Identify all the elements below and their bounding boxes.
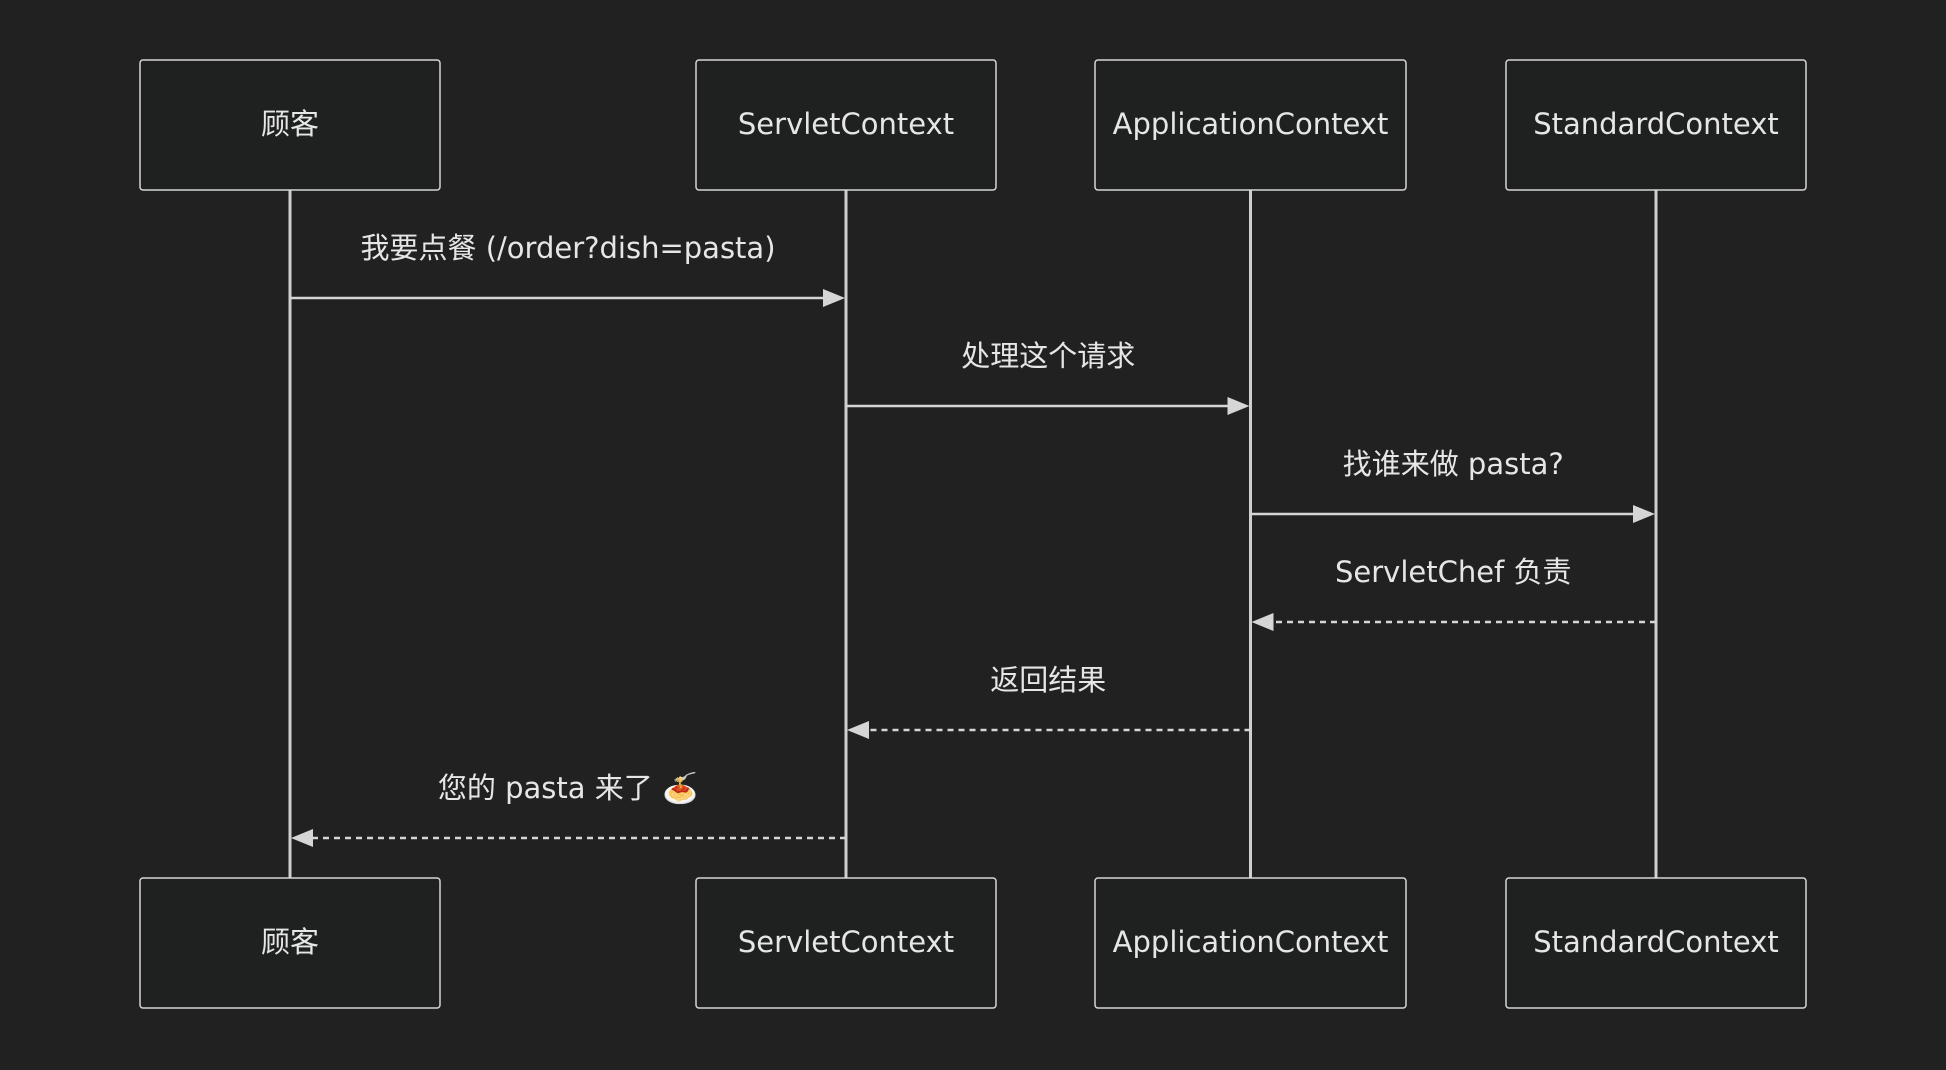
message-3: 找谁来做 pasta?: [1250, 447, 1655, 523]
arrow-head: [1251, 613, 1274, 631]
message-1: 我要点餐 (/order?dish=pasta): [290, 231, 845, 307]
lifelines: [288, 190, 1658, 878]
message-label: 您的 pasta 来了 🍝: [438, 771, 698, 805]
actor-label: StandardContext: [1533, 925, 1779, 959]
actor-label: ServletContext: [738, 925, 954, 959]
actor-box: [139, 877, 441, 1009]
message-4: ServletChef 负责: [1251, 555, 1656, 631]
message-label: 找谁来做 pasta?: [1343, 447, 1564, 481]
actor-servlet-bottom: ServletContext: [695, 877, 997, 1009]
actor-label: StandardContext: [1533, 107, 1779, 141]
actor-servlet-top: ServletContext: [695, 59, 997, 191]
actor-box: [1094, 59, 1407, 191]
actor-box: [139, 59, 441, 191]
message-label: 我要点餐 (/order?dish=pasta): [360, 231, 775, 265]
actor-label: ServletContext: [738, 107, 954, 141]
actor-customer-bottom: 顾客: [139, 877, 441, 1009]
actor-application-top: ApplicationContext: [1094, 59, 1407, 191]
actor-customer-top: 顾客: [139, 59, 441, 191]
message-label: ServletChef 负责: [1335, 555, 1572, 589]
actor-standard-top: StandardContext: [1505, 59, 1807, 191]
arrow-head: [1633, 505, 1655, 523]
actor-standard-bottom: StandardContext: [1505, 877, 1807, 1009]
actor-box: [1094, 877, 1407, 1009]
actor-label: ApplicationContext: [1113, 925, 1389, 959]
actor-box: [695, 877, 997, 1009]
arrow-head: [847, 721, 869, 739]
arrow-head: [823, 289, 845, 307]
message-label: 处理这个请求: [961, 339, 1135, 373]
actor-label: 顾客: [261, 925, 319, 959]
message-6: 您的 pasta 来了 🍝: [291, 771, 846, 847]
actor-box: [695, 59, 997, 191]
actor-box: [1505, 877, 1807, 1009]
message-2: 处理这个请求: [846, 339, 1250, 415]
arrow-head: [291, 829, 313, 847]
bottom-actors: 顾客 ServletContext ApplicationContext Standa…: [139, 877, 1807, 1009]
arrow-head: [1227, 397, 1250, 415]
actor-label: ApplicationContext: [1113, 107, 1389, 141]
message-label: 返回结果: [990, 663, 1106, 697]
actor-box: [1505, 59, 1807, 191]
top-actors: 顾客 ServletContext ApplicationContext Standa…: [139, 59, 1807, 191]
actor-label: 顾客: [261, 107, 319, 141]
actor-application-bottom: ApplicationContext: [1094, 877, 1407, 1009]
message-5: 返回结果: [847, 663, 1251, 739]
